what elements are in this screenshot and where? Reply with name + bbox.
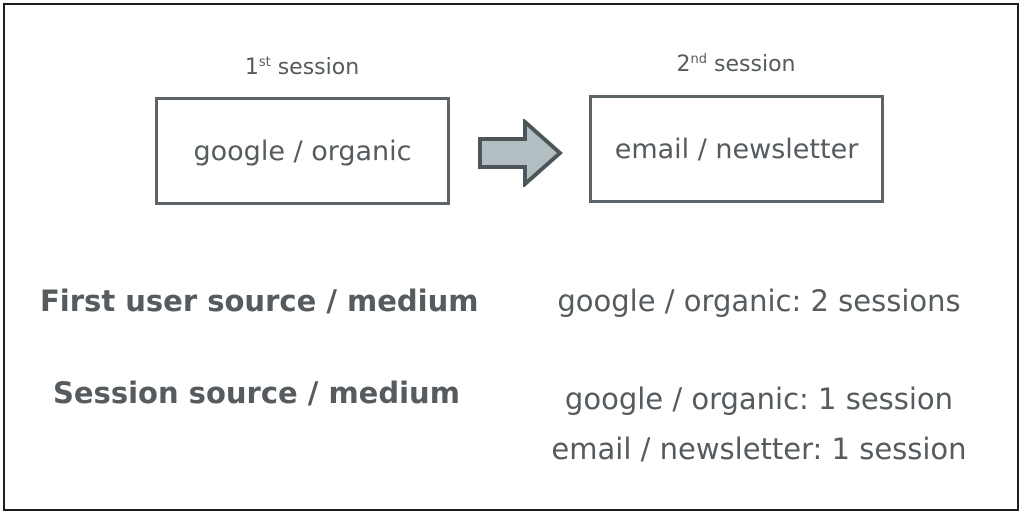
right-arrow-icon xyxy=(478,119,563,187)
session-source-medium-value: google / organic: 1 session email / news… xyxy=(510,374,1008,474)
first-user-source-medium-label: First user source / medium xyxy=(40,284,479,318)
second-session-label: 2nd session xyxy=(676,52,796,77)
diagram-frame: 1st session 2nd session google / organic… xyxy=(3,3,1019,511)
first-session-source-medium: google / organic xyxy=(193,135,412,167)
session-value-line-2: email / newsletter: 1 session xyxy=(551,432,967,466)
second-session-box: email / newsletter xyxy=(589,95,884,203)
first-user-source-medium-value: google / organic: 2 sessions xyxy=(520,284,998,318)
first-session-box: google / organic xyxy=(155,97,450,205)
session-value-line-1: google / organic: 1 session xyxy=(564,382,954,416)
second-session-source-medium: email / newsletter xyxy=(614,133,859,165)
session-source-medium-label: Session source / medium xyxy=(53,376,460,410)
first-session-label: 1st session xyxy=(244,55,360,80)
first-user-value-line: google / organic: 2 sessions xyxy=(557,284,961,318)
